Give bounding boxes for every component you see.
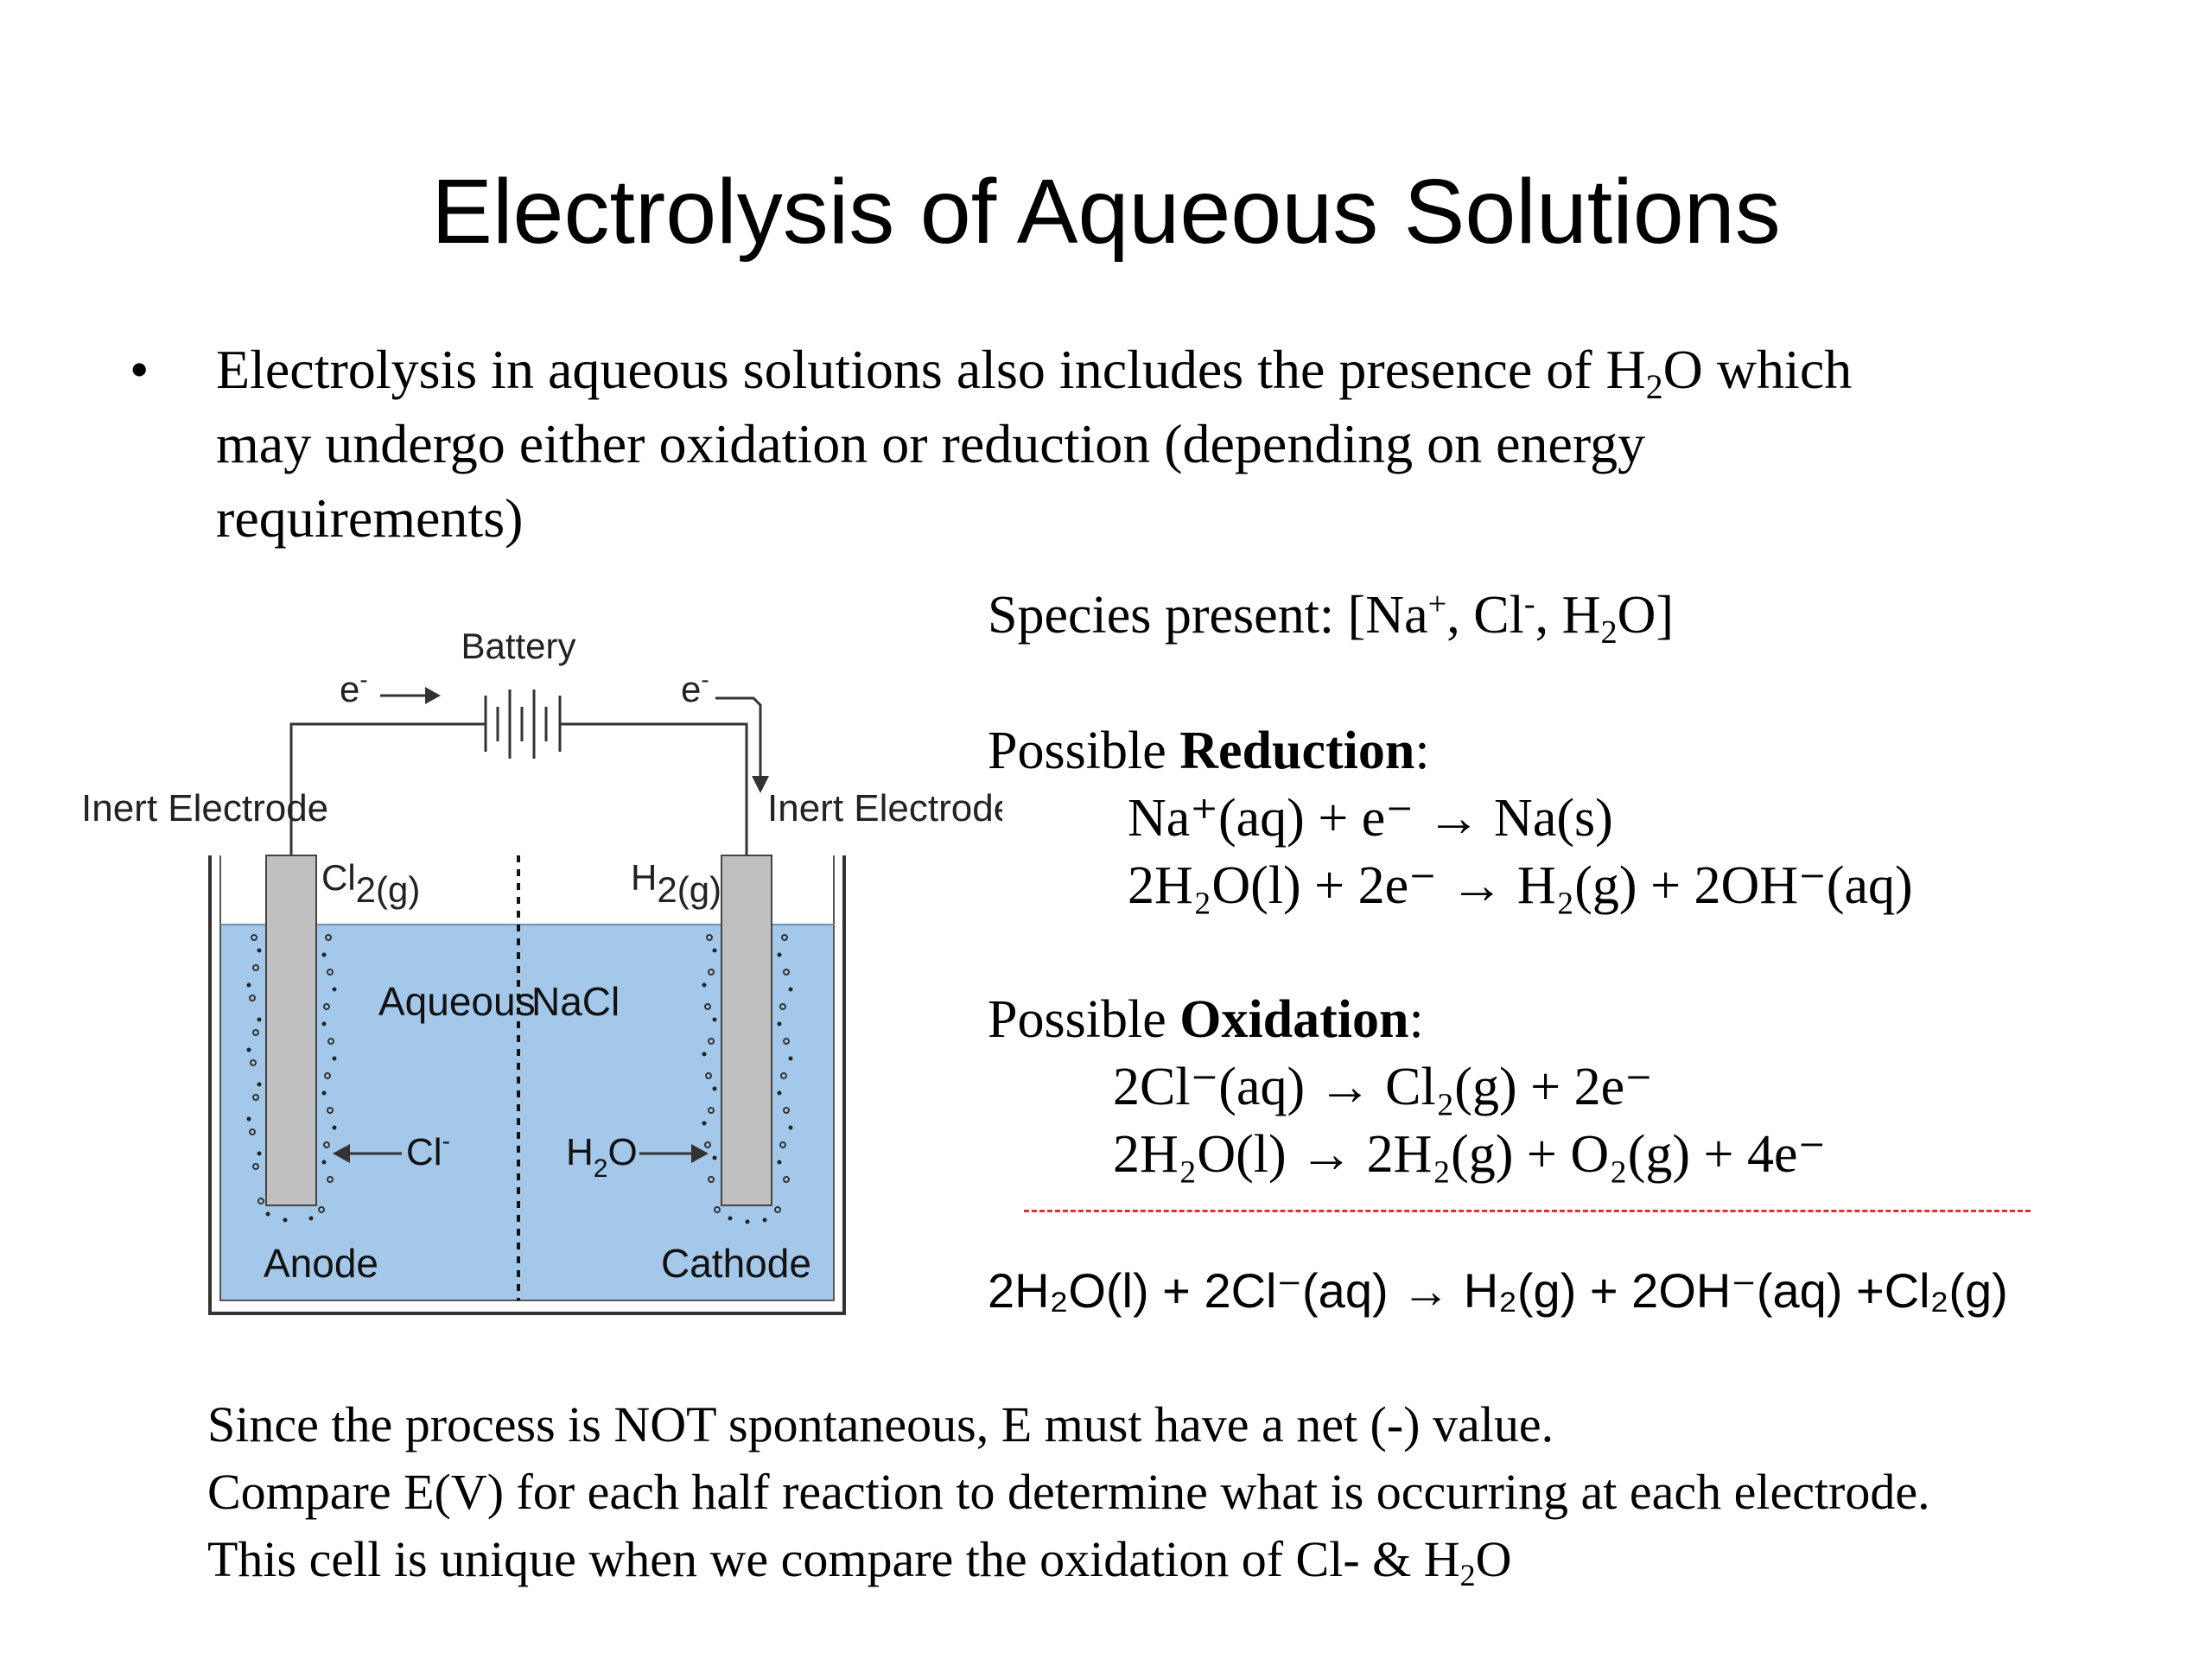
cathode-electrode [721,855,772,1206]
inert-electrode-label-left: Inert Electrode [81,787,328,830]
reduction-heading-suffix: : [1414,721,1430,780]
water-arrowhead-icon [691,1144,709,1163]
bullet-line-3: requirements) [216,487,524,549]
electron-arrowhead-left-icon [425,687,441,704]
electron-label-right: e- [681,666,709,709]
slide-title: Electrolysis of Aqueous Solutions [431,161,1781,263]
bullet-line-2: may undergo either oxidation or reductio… [216,413,1646,474]
electron-arrow-right-icon [715,696,762,776]
anode-electrode [265,855,317,1206]
oxidation-heading-prefix: Possible [988,990,1180,1049]
electron-arrowhead-right-icon [752,776,769,793]
nacl-label: NaCl [531,979,620,1024]
footer-line-1: Since the process is NOT spontaneous, E … [207,1396,1554,1452]
footer-line-3-b: O [1475,1531,1512,1587]
cell-container-inner [219,855,835,1301]
footer-line-3: This cell is unique when we compare the … [207,1526,1930,1593]
reduction-heading-prefix: Possible [988,721,1180,780]
reduction-equation-1: Na⁺(aq) + e⁻ → Na(s) [1128,789,1613,848]
water-label: H2O [566,1131,638,1183]
aqueous-label: Aqueous [378,979,536,1024]
battery-label: Battery [461,626,575,666]
gas-bubbles [249,934,790,1213]
electron-label-left: e- [340,666,368,709]
footer-text: Since the process is NOT spontaneous, E … [207,1391,1930,1593]
gas-bubbles-dots [246,948,793,1224]
equation-divider [1024,1210,2031,1212]
species-suffix: O] [1617,586,1675,645]
bullet-line-1-a: Electrolysis in aqueous solutions also i… [216,339,1646,400]
oxidation-equation-2: 2H₂O(l) → 2H₂(g) + O₂(g) + 4e⁻ [1113,1125,1827,1184]
chlorine-gas-label: Cl2(g) [321,857,420,910]
footer-line-3-a: This cell is unique when we compare the … [207,1531,1460,1587]
circuit-wire-right [560,722,748,855]
chloride-ion-label: Cl- [406,1128,450,1173]
anode-label: Anode [264,1241,378,1286]
footer-line-2: Compare E(V) for each half reaction to d… [207,1464,1930,1520]
inert-electrode-label-right: Inert Electrode [767,787,1002,830]
chloride-arrowhead-icon [333,1144,350,1163]
electrolysis-cell-diagram: Battery e- e- Inert Electrode Inert Elec… [81,626,1002,1315]
species-cl-charge: - [1523,585,1535,622]
footer-line-3-sub: 2 [1459,1557,1476,1592]
species-prefix: Species present: [Na [988,586,1428,645]
bullet-point-icon: • [130,339,149,400]
cell-container [208,855,846,1315]
reduction-heading-bold: Reduction [1179,721,1415,780]
species-na-charge: + [1427,585,1447,622]
bullet-line-1: Electrolysis in aqueous solutions also i… [216,333,2117,407]
species-mid2: , H [1535,586,1601,645]
bullet-text: Electrolysis in aqueous solutions also i… [216,333,2117,556]
battery-icon [484,690,562,759]
oxidation-equation-1: 2Cl⁻(aq) → Cl₂(g) + 2e⁻ [1113,1058,1653,1116]
species-present: Species present: [Na+, Cl-, H2O] [988,582,1674,649]
cathode-label: Cathode [661,1241,811,1286]
oxidation-heading: Possible Oxidation: [988,986,1424,1053]
hydrogen-gas-label: H2(g) [631,857,721,910]
oxidation-heading-bold: Oxidation [1179,990,1409,1049]
circuit-wire-left [289,722,486,855]
reduction-equation-2: 2H₂O(l) + 2e⁻ → H₂(g) + 2OH⁻(aq) [1128,856,1913,915]
species-mid1: , Cl [1446,586,1524,645]
oxidation-heading-suffix: : [1408,990,1424,1049]
reduction-heading: Possible Reduction: [988,717,1430,785]
bullet-line-1-sub: 2 [1645,367,1663,406]
bullet-line-1-b: O which [1662,339,1853,400]
species-h2o-sub: 2 [1600,613,1618,651]
net-equation: 2H₂O(l) + 2Cl⁻(aq) → H₂(g) + 2OH⁻(aq) +C… [988,1263,2008,1318]
